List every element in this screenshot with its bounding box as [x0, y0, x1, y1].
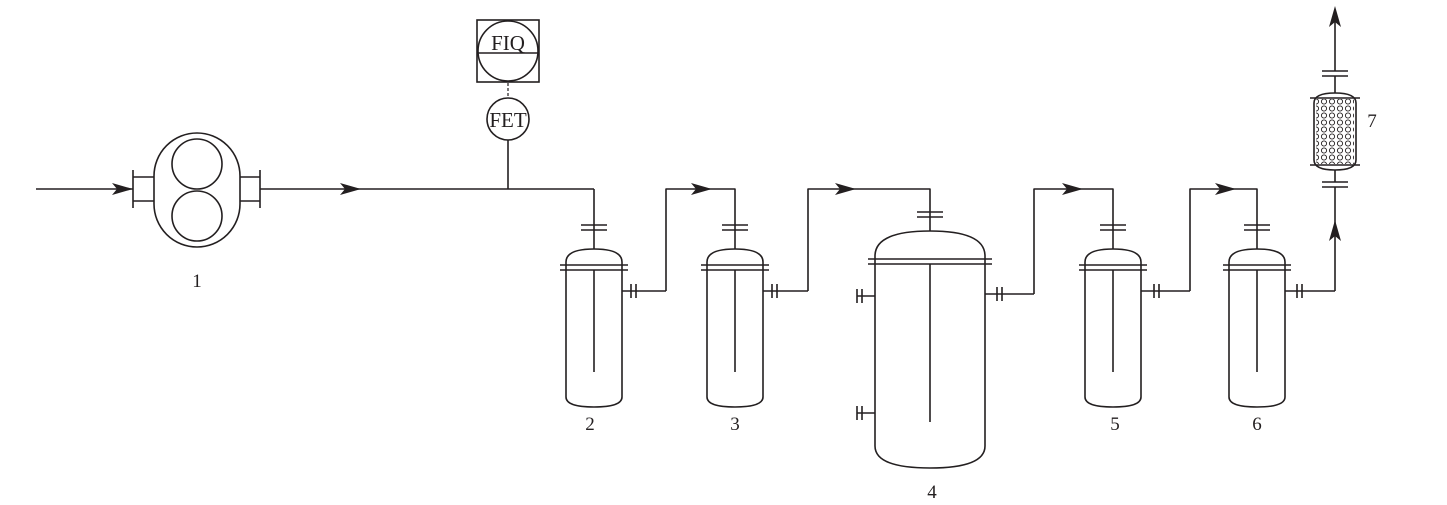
- packed-column-7[interactable]: [1310, 92, 1360, 171]
- vessel-2[interactable]: [560, 224, 666, 408]
- flow-arrow: [340, 183, 361, 195]
- outlet-line: [1322, 6, 1348, 93]
- flow-arrow: [835, 183, 856, 195]
- main-feed-line: [260, 183, 595, 225]
- equipment-label-7: 7: [1367, 111, 1377, 132]
- flow-arrow: [691, 183, 712, 195]
- vessel-6[interactable]: [1223, 224, 1335, 408]
- pipe-6-to-7: [1322, 170, 1348, 291]
- equipment-label-5: 5: [1110, 414, 1120, 435]
- instrument-fet-label: FET: [489, 108, 527, 132]
- flow-arrow: [1215, 183, 1236, 195]
- flow-arrow: [112, 183, 133, 195]
- equipment-label-4: 4: [927, 482, 937, 503]
- pump-1[interactable]: [132, 132, 261, 248]
- equipment-label-3: 3: [730, 414, 740, 435]
- pipe-3-to-4: [807, 183, 931, 291]
- vessel-4[interactable]: [856, 211, 1034, 469]
- equipment-label-1: 1: [192, 271, 202, 292]
- inlet-line: [36, 183, 133, 195]
- pipe-5-to-6: [1189, 183, 1258, 291]
- instrument-fiq-label: FIQ: [491, 31, 525, 55]
- pipe-2-to-3: [665, 183, 736, 291]
- vessel-3[interactable]: [701, 224, 808, 408]
- equipment-label-6: 6: [1252, 414, 1262, 435]
- flow-instrument: [476, 19, 540, 189]
- flow-arrow: [1329, 220, 1341, 241]
- flow-arrow: [1329, 6, 1341, 27]
- vessel-5[interactable]: [1079, 224, 1190, 408]
- equipment-label-2: 2: [585, 414, 595, 435]
- pipe-4-to-5: [1033, 183, 1114, 294]
- flow-arrow: [1062, 183, 1083, 195]
